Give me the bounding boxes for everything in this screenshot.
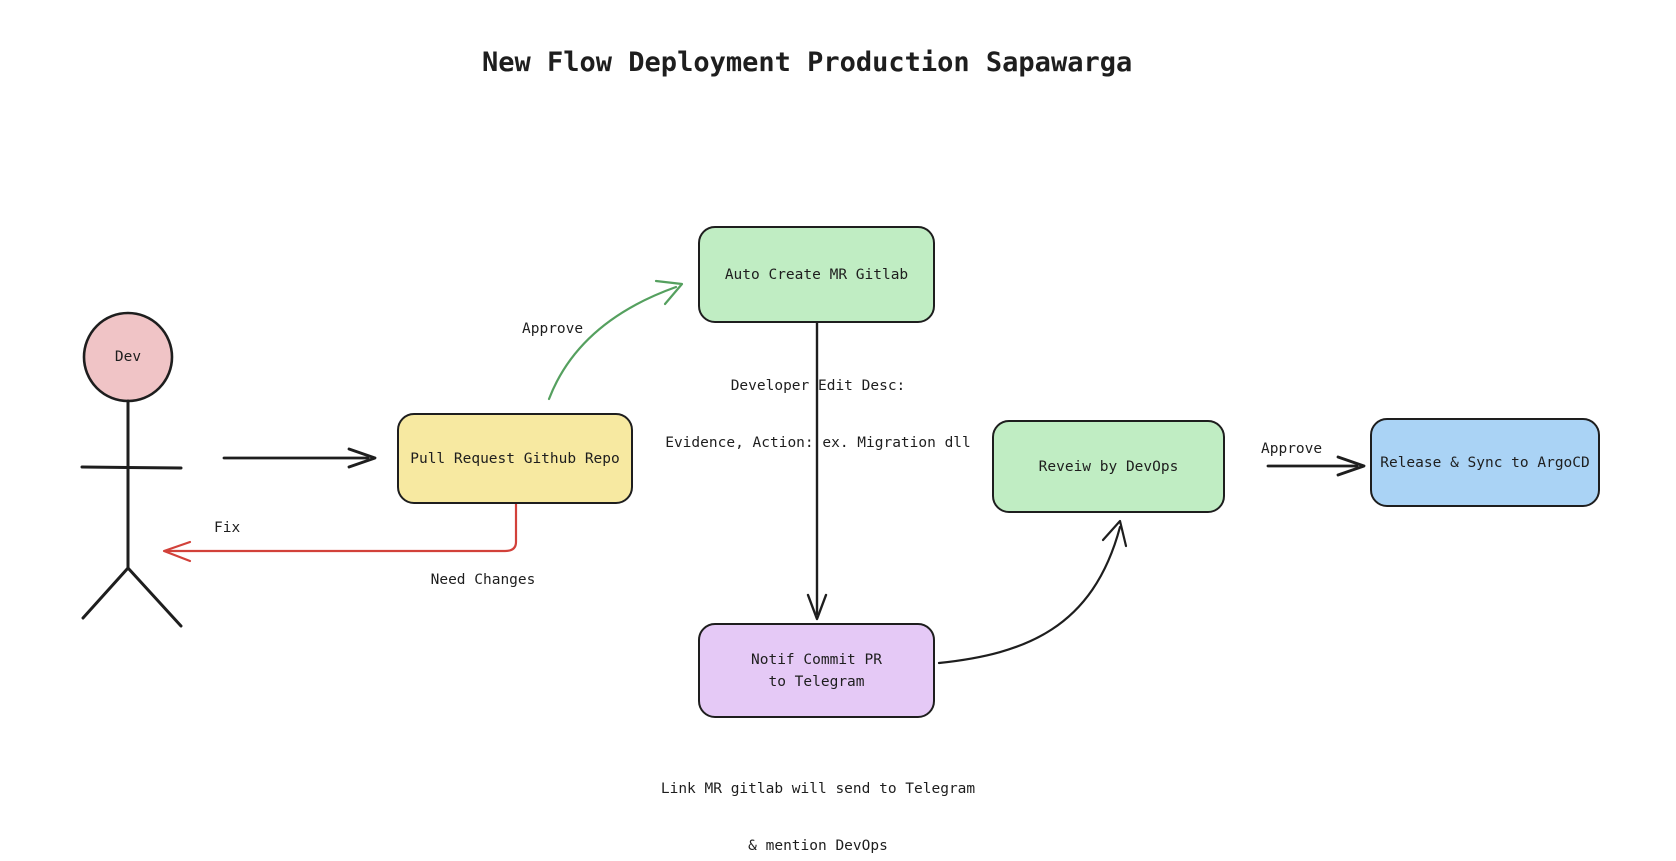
annotation-telegram-note: Link MR gitlab will send to Telegram & m… (661, 742, 975, 861)
dev-stick-figure (80, 311, 183, 628)
edge-label-approve-release: Approve (1261, 441, 1323, 457)
node-notif-commit-pr-telegram: Notif Commit PR to Telegram (698, 623, 935, 718)
annotation-line: Evidence, Action: ex. Migration dll (665, 435, 971, 451)
node-label-line1: Notif Commit PR (751, 651, 882, 668)
arrow-dev-to-pull-request (222, 447, 377, 469)
node-label: Pull Request Github Repo (410, 450, 620, 467)
dev-label: Dev (114, 349, 142, 365)
arrowhead-upright-icon (654, 279, 684, 306)
dev-leg-left (81, 566, 130, 620)
node-label: Release & Sync to ArgoCD (1380, 454, 1590, 471)
node-label: Reveiw by DevOps (1038, 458, 1179, 475)
diagram-title: New Flow Deployment Production Sapawarga (482, 47, 1133, 78)
node-pull-request-github-repo: Pull Request Github Repo (397, 413, 633, 504)
arrow-mr-to-telegram (806, 321, 828, 621)
arrowhead-right-icon (1336, 455, 1366, 477)
dev-leg-right (126, 566, 183, 628)
arrowhead-left-icon (162, 540, 192, 563)
node-label-line2: to Telegram (768, 673, 865, 690)
annotation-mr-description: Developer Edit Desc: Evidence, Action: e… (665, 339, 971, 491)
node-release-sync-argocd: Release & Sync to ArgoCD (1370, 418, 1600, 507)
annotation-line: Developer Edit Desc: (730, 378, 906, 394)
annotation-line: Link MR gitlab will send to Telegram (660, 781, 976, 797)
arrow-telegram-to-review (937, 519, 1128, 665)
arrow-review-to-release (1266, 455, 1366, 477)
dev-arms (80, 465, 183, 470)
arrowhead-down-icon (806, 593, 828, 621)
annotation-line: & mention DevOps (748, 838, 888, 854)
edge-label-fix: Fix (214, 520, 241, 536)
arrow-fix-to-dev (162, 502, 518, 563)
edge-label-approve-mr: Approve (522, 321, 584, 337)
node-label: Auto Create MR Gitlab (724, 266, 909, 283)
node-auto-create-mr-gitlab: Auto Create MR Gitlab (698, 226, 935, 323)
edge-label-need-changes: Need Changes (430, 572, 536, 588)
arrowhead-right-icon (347, 447, 377, 469)
arrowhead-up-icon (1101, 519, 1128, 548)
arrow-approve-to-mr (547, 279, 684, 401)
node-review-by-devops: Reveiw by DevOps (992, 420, 1225, 513)
